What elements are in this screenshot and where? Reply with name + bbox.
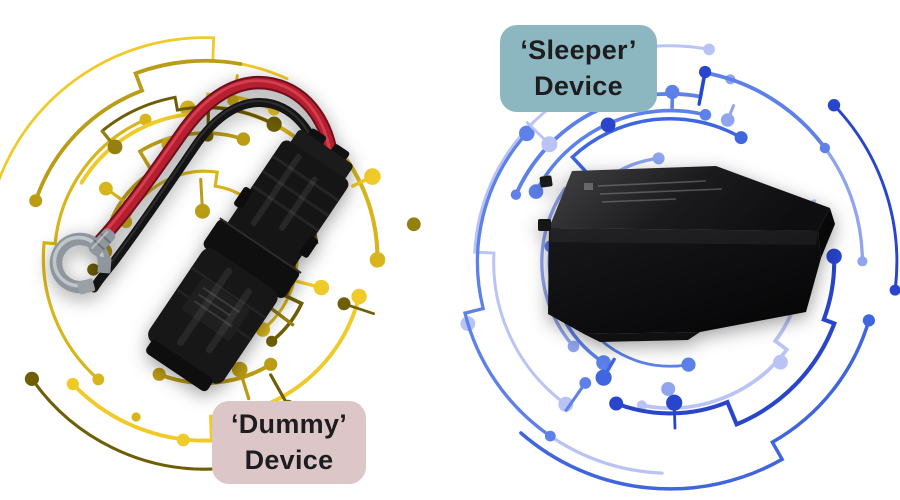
circuit-dot <box>510 189 522 200</box>
sleeper-label-line2: Device <box>534 70 623 101</box>
circuit-dot <box>264 357 278 371</box>
sleeper-right-face <box>818 208 835 258</box>
sleeper-top-print <box>584 180 723 203</box>
circuit-dot <box>819 142 831 154</box>
fork-tine-tip <box>77 278 96 295</box>
circuit-dot <box>99 181 113 196</box>
circuit-dot <box>87 263 100 276</box>
circuit-dot <box>773 354 788 370</box>
circuit-dot <box>703 43 715 56</box>
circuit-dot <box>720 113 735 127</box>
dummy-device-image <box>49 76 353 392</box>
circuit-dot <box>636 400 647 411</box>
circuit-dot <box>666 394 683 411</box>
circuit-dot <box>29 194 43 208</box>
circuit-dot <box>369 251 386 268</box>
circuit-dot <box>139 113 152 126</box>
circuit-dot <box>827 99 841 112</box>
circuit-trace <box>33 58 243 203</box>
circuit-dot <box>699 109 712 121</box>
circuit-dot <box>313 279 330 296</box>
sleeper-bottom-lip <box>584 332 700 342</box>
sleeper-clip <box>539 175 553 188</box>
circuit-dot <box>699 65 712 79</box>
circuit-dot <box>609 396 624 411</box>
sleeper-device-image <box>538 166 835 342</box>
circuit-trace <box>0 36 289 182</box>
circuit-dot <box>826 248 842 264</box>
circuit-dot <box>665 84 680 100</box>
circuit-dot <box>567 340 580 353</box>
circuit-dot <box>337 297 351 311</box>
black-wire-highlight <box>110 100 326 263</box>
circuit-dot <box>152 367 166 381</box>
sleeper-clip <box>538 219 551 231</box>
circuit-dot <box>889 284 900 296</box>
dummy-device-label: ‘Dummy’ Device <box>212 401 366 484</box>
circuit-dot <box>681 357 696 372</box>
circuit-dot <box>406 217 421 232</box>
red-wire-highlight <box>98 79 333 240</box>
circuit-dot <box>857 256 868 267</box>
circuit-dot <box>351 288 367 305</box>
sleeper-front-sheen <box>549 228 818 245</box>
circuit-dot <box>266 335 278 347</box>
circuit-dot <box>661 382 676 396</box>
dummy-label-line1: ‘Dummy’ <box>230 408 348 439</box>
circuit-trace <box>462 131 552 438</box>
circuit-dot <box>131 412 141 422</box>
circuit-dot <box>600 117 616 133</box>
fork-terminal <box>49 228 116 295</box>
circuit-dot <box>236 132 251 146</box>
circuit-dot <box>544 430 556 442</box>
circuit-trace <box>79 92 276 185</box>
circuit-dot <box>528 184 544 199</box>
circuit-dot <box>652 152 665 165</box>
circuit-dot <box>66 377 79 391</box>
circuit-dot <box>541 136 558 153</box>
fork-tine-tip <box>97 256 112 274</box>
circuit-dot <box>266 116 282 132</box>
circuit-dot <box>596 355 611 370</box>
circuit-dot <box>734 131 748 145</box>
sleeper-front-face <box>548 228 821 334</box>
circuit-trace <box>614 254 837 427</box>
circuit-trace <box>832 103 899 292</box>
circuit-dot <box>231 361 248 378</box>
circuit-trace <box>519 318 871 491</box>
sleeper-top-face <box>549 166 830 231</box>
circuit-dot <box>176 433 190 447</box>
dummy-device-body <box>146 128 353 392</box>
circuit-dot <box>595 369 612 386</box>
circuit-trace <box>101 95 276 132</box>
dummy-label-line2: Device <box>244 444 334 475</box>
wire-crimp-barrel <box>88 228 116 256</box>
circuit-dot <box>364 168 381 185</box>
circuit-dot <box>862 314 876 327</box>
sleeper-label-line1: ‘Sleeper’ <box>520 34 637 65</box>
circuit-dot <box>107 139 123 155</box>
circuit-dot <box>519 125 535 142</box>
circuit-dot <box>92 373 105 386</box>
circuit-dot <box>195 203 210 219</box>
sleeper-device-label: ‘Sleeper’ Device <box>500 25 657 112</box>
circuit-dot <box>24 371 39 386</box>
circuit-trace <box>41 118 148 381</box>
circuit-dot <box>579 377 592 389</box>
